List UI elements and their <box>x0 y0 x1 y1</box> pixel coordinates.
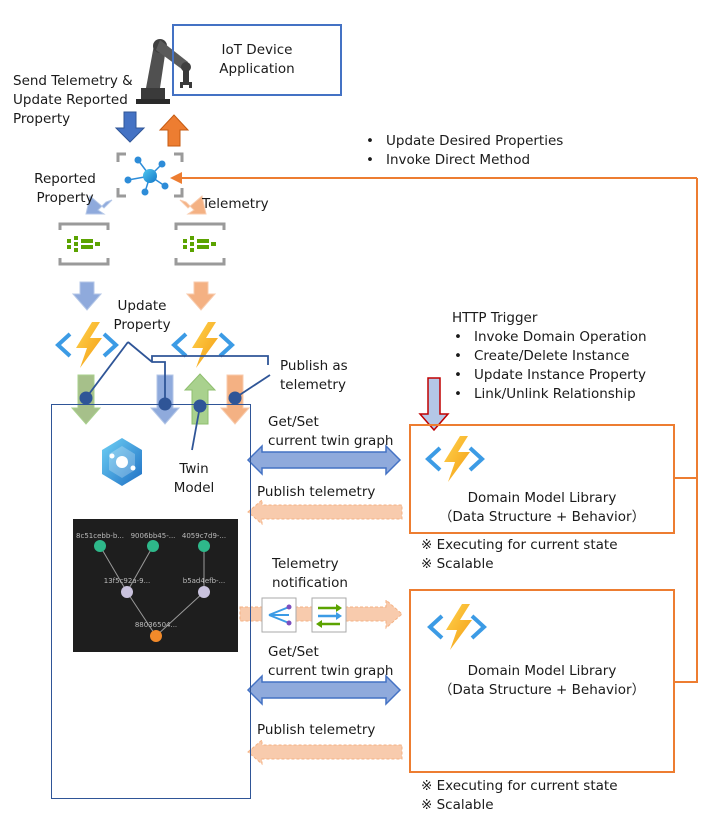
update-property-label: Update Property <box>113 298 171 333</box>
graph-node <box>198 540 210 552</box>
twin-model-up-arrow <box>183 373 217 425</box>
function-icon-right <box>171 322 235 368</box>
domain-model-label-2: Domain Model Library （Data Structure + B… <box>438 663 646 698</box>
desired-op-item: Invoke Direct Method <box>364 151 563 170</box>
graph-node-label: 4059c7d9-... <box>182 532 226 540</box>
send-telemetry-label: Send Telemetry & Update Reported Propert… <box>13 73 133 127</box>
http-trigger-item: Update Instance Property <box>452 366 647 385</box>
http-trigger-item: Invoke Domain Operation <box>452 328 647 347</box>
event-hub-icon-right <box>174 222 226 266</box>
telemetry-down-arrow <box>114 111 146 143</box>
graph-node-label: 88036504... <box>135 621 177 629</box>
graph-node <box>198 586 210 598</box>
down-arrow-right <box>185 281 217 311</box>
command-up-arrow <box>158 114 190 147</box>
graph-node <box>147 540 159 552</box>
notes-2: ※ Executing for current state ※ Scalable <box>421 778 618 813</box>
iot-device-label: IoT Device Application <box>219 42 295 77</box>
http-trigger-arrow <box>418 377 450 432</box>
iot-hub-icon <box>116 152 184 198</box>
digital-twins-boundary <box>51 404 251 799</box>
graph-node-label: 8c51cebb-b... <box>76 532 124 540</box>
robot-arm-icon <box>136 39 192 104</box>
publish-as-telemetry-label: Publish as telemetry <box>280 358 348 393</box>
desired-operations-list: Update Desired Properties Invoke Direct … <box>364 132 563 170</box>
desired-property-loop-arrow <box>180 177 698 683</box>
graph-node-label: b5ad4efb-... <box>183 577 226 585</box>
telemetry-notification-label: Telemetry notification <box>272 556 348 591</box>
telemetry-arrow <box>179 195 207 215</box>
desired-op-item: Update Desired Properties <box>364 132 563 151</box>
down-arrow-left <box>71 281 103 311</box>
http-trigger-item: Link/Unlink Relationship <box>452 385 647 404</box>
desired-property-arrowhead <box>170 172 182 184</box>
publish-telemetry-label-2: Publish telemetry <box>257 722 376 738</box>
iot-device-box <box>172 24 342 96</box>
connector-lines <box>85 341 271 451</box>
publish-telemetry-label-1: Publish telemetry <box>257 484 376 500</box>
publish-telemetry-arrow-2 <box>247 738 403 766</box>
reported-property-arrow <box>85 195 113 215</box>
domain-model-label-1: Domain Model Library （Data Structure + B… <box>438 490 646 525</box>
graph-node-label: 13f5c92a-9... <box>104 577 151 585</box>
reported-property-label: Reported Property <box>34 171 96 206</box>
get-set-arrow-1 <box>246 444 402 476</box>
function-icon-left <box>55 322 119 368</box>
graph-node <box>121 586 133 598</box>
function-icon-domain-2 <box>427 604 487 650</box>
twin-model-label: Twin Model <box>173 461 215 496</box>
twin-graph-panel: 8c51cebb-b... 9006bb45-... 4059c7d9-... … <box>73 519 238 652</box>
digital-twins-icon <box>102 438 142 486</box>
get-set-label-1: Get/Set current twin graph <box>268 414 394 449</box>
domain-model-box-1 <box>409 424 675 534</box>
domain-model-box-2 <box>409 589 675 773</box>
graph-node <box>94 540 106 552</box>
http-trigger-label: HTTP Trigger Invoke Domain Operation Cre… <box>452 309 647 404</box>
http-trigger-item: Create/Delete Instance <box>452 347 647 366</box>
connector-dots <box>79 391 242 413</box>
event-grid-icon <box>261 597 297 633</box>
notes-1: ※ Executing for current state ※ Scalable <box>421 537 618 572</box>
event-hub-icon-left <box>58 222 110 266</box>
graph-node-label: 9006bb45-... <box>131 532 176 540</box>
publish-telemetry-arrow-1 <box>247 498 403 526</box>
get-set-arrow-2 <box>246 674 402 706</box>
get-set-label-2: Get/Set current twin graph <box>268 644 394 679</box>
graph-node <box>150 630 162 642</box>
service-bus-icon <box>311 597 347 633</box>
function-icon-domain-1 <box>425 436 485 482</box>
telemetry-label: Telemetry <box>202 196 269 212</box>
